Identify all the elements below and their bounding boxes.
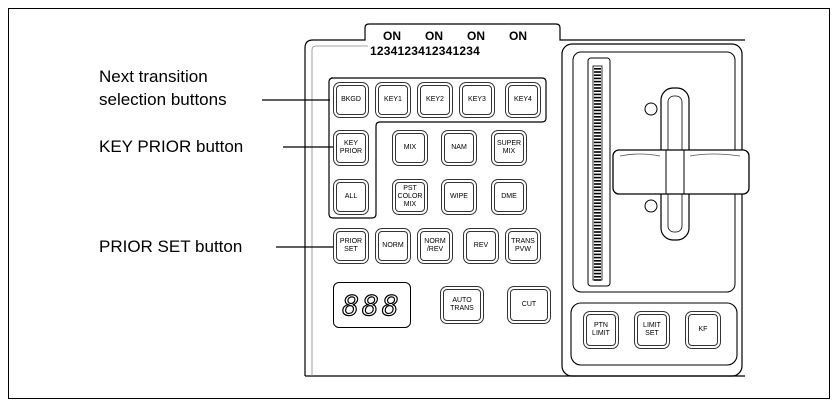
prior-set-button[interactable]: PRIOR SET [336,231,366,261]
limit-set-button[interactable]: LIMIT SET [637,314,667,346]
key1-button[interactable]: KEY1 [378,85,408,115]
key4-button[interactable]: KEY4 [508,85,538,115]
callout-next-transition-line2: selection buttons [99,90,227,109]
fader-housing [561,43,743,377]
callout-key-prior: KEY PRIOR button [99,137,244,156]
cut-button[interactable]: CUT [510,289,548,321]
key3-button[interactable]: KEY3 [462,85,492,115]
key2-button[interactable]: KEY2 [420,85,450,115]
pattern-number-display: 888 [333,282,411,328]
dme-button[interactable]: DME [494,182,524,212]
ptn-limit-button[interactable]: PTN LIMIT [586,314,616,346]
fader-button-tray [570,302,738,366]
pst-color-mix-button[interactable]: PST COLOR MIX [395,182,425,212]
callout-prior-set: PRIOR SET button [99,237,243,256]
fader-lever [612,149,750,195]
transition-group-bracket [328,77,547,219]
nam-button[interactable]: NAM [444,133,474,163]
kf-button[interactable]: KF [688,314,718,346]
callout-next-transition-line1: Next transition [99,67,208,86]
figure-frame [8,8,830,399]
bkgd-button[interactable]: BKGD [336,85,366,115]
panel-outline [304,23,745,376]
key-digit-row: 1234123412341234 [370,44,480,58]
display-digits: 888 [342,288,402,322]
norm-button[interactable]: NORM [378,231,408,261]
on-label-3: ON [467,29,485,43]
mix-button[interactable]: MIX [395,133,425,163]
all-button[interactable]: ALL [336,182,366,212]
trans-pvw-button[interactable]: TRANS PVW [508,231,538,261]
on-label-1: ON [383,29,401,43]
key-prior-button[interactable]: KEY PRIOR [336,133,366,163]
on-label-2: ON [425,29,443,43]
wipe-button[interactable]: WIPE [444,182,474,212]
norm-rev-button[interactable]: NORM /REV [420,231,450,261]
rev-button[interactable]: REV [466,231,496,261]
auto-trans-button[interactable]: AUTO TRANS [443,289,481,321]
on-label-4: ON [509,29,527,43]
super-mix-button[interactable]: SUPER MIX [494,133,524,163]
